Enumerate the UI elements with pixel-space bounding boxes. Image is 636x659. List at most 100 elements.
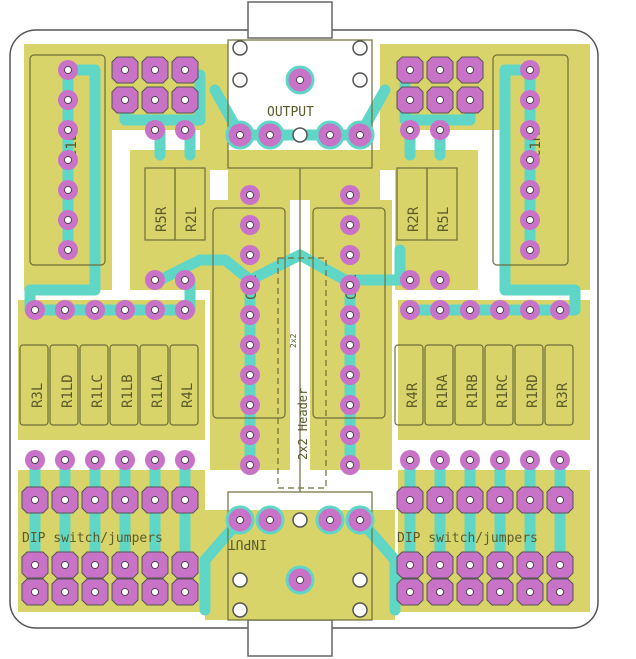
pad (546, 578, 574, 606)
pad (81, 551, 109, 579)
pad (430, 300, 450, 320)
resistor-bodies (19, 344, 574, 426)
pad (285, 565, 315, 595)
pad (115, 300, 135, 320)
pad (400, 120, 420, 140)
pad (175, 120, 195, 140)
resistor-body (169, 344, 199, 426)
r5r-label: R5R (154, 206, 170, 232)
pad (81, 486, 109, 514)
pad (240, 335, 260, 355)
resistor-label: R1RD (525, 374, 541, 408)
resistor-body (544, 344, 574, 426)
pad (58, 90, 78, 110)
pad (430, 270, 450, 290)
pad (85, 300, 105, 320)
resistor-label: R1LD (60, 374, 76, 408)
pad (145, 300, 165, 320)
pad (255, 120, 285, 150)
resistor-body (19, 344, 49, 426)
pad (460, 300, 480, 320)
r5l-label: R5L (436, 207, 452, 232)
pad (340, 395, 360, 415)
pad (255, 505, 285, 535)
pad (352, 40, 368, 56)
pad (520, 150, 540, 170)
pad (396, 56, 424, 84)
pad (292, 512, 308, 528)
pad (111, 56, 139, 84)
pad (460, 450, 480, 470)
pad (240, 185, 260, 205)
pad (516, 486, 544, 514)
pad (111, 578, 139, 606)
pad (520, 210, 540, 230)
pad (58, 60, 78, 80)
pad (340, 245, 360, 265)
pad (232, 572, 248, 588)
pad (55, 300, 75, 320)
pad (340, 425, 360, 445)
pad (111, 486, 139, 514)
pad (171, 578, 199, 606)
pad (400, 450, 420, 470)
pad (171, 56, 199, 84)
resistor-label: R1LA (150, 374, 166, 408)
pad (396, 578, 424, 606)
pad (352, 602, 368, 618)
pad (456, 86, 484, 114)
pad (486, 578, 514, 606)
pad (426, 578, 454, 606)
pad (240, 305, 260, 325)
pad (340, 365, 360, 385)
pad (400, 270, 420, 290)
pad (51, 486, 79, 514)
pad (426, 86, 454, 114)
resistor-body (514, 344, 544, 426)
pad (240, 275, 260, 295)
silkscreen-outlines (29, 39, 569, 621)
pad (520, 120, 540, 140)
pad (550, 450, 570, 470)
pad (58, 210, 78, 230)
pad (85, 450, 105, 470)
output-connector-shell (247, 1, 333, 39)
resistor-label: R4L (180, 383, 196, 408)
input-label: INPUT (228, 536, 267, 551)
pad (145, 450, 165, 470)
pad (81, 578, 109, 606)
pad (51, 551, 79, 579)
resistor-label: R1LB (120, 374, 136, 408)
pad (141, 86, 169, 114)
pad (546, 551, 574, 579)
pad (426, 56, 454, 84)
pad (175, 300, 195, 320)
resistor-body (394, 344, 424, 426)
pad (340, 185, 360, 205)
resistor-body (139, 344, 169, 426)
pad (240, 395, 260, 415)
pad (292, 127, 308, 143)
pad (25, 450, 45, 470)
pad (175, 270, 195, 290)
r2r-label: R2R (406, 206, 422, 232)
input-connector-shell (247, 619, 333, 657)
pad (315, 505, 345, 535)
pad (240, 455, 260, 475)
pad (490, 450, 510, 470)
pad (396, 486, 424, 514)
pad (225, 120, 255, 150)
pad (456, 578, 484, 606)
resistor-body (49, 344, 79, 426)
pad (456, 56, 484, 84)
pad (345, 120, 375, 150)
resistor-label: R4R (405, 382, 421, 408)
resistor-body (484, 344, 514, 426)
pad (58, 150, 78, 170)
pad (352, 72, 368, 88)
pad (111, 86, 139, 114)
pad (550, 300, 570, 320)
resistor-body (424, 344, 454, 426)
pad (400, 300, 420, 320)
